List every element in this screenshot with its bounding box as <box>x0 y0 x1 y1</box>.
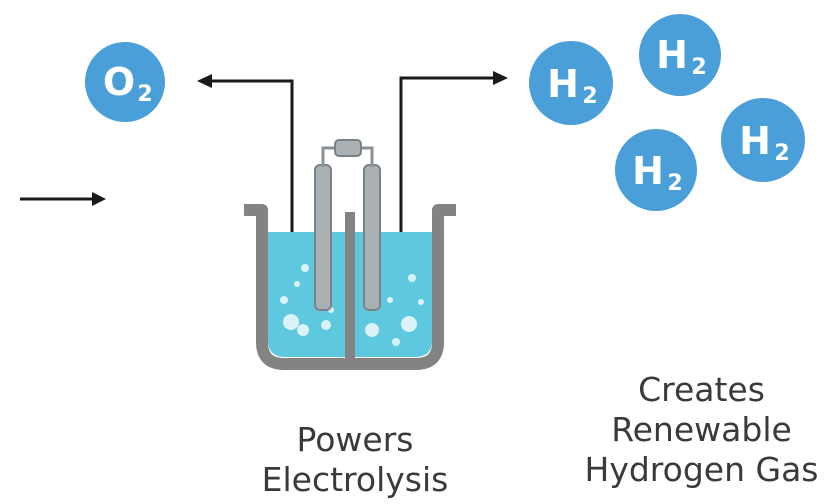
hydrogen-subscript: 2 <box>691 55 706 80</box>
hydrogen-molecule: H 2 <box>721 98 805 182</box>
power-source-icon <box>334 139 362 157</box>
hydrogen-symbol: H <box>547 62 579 106</box>
caption-line: Electrolysis <box>261 460 449 499</box>
input-arrow <box>20 192 106 206</box>
oxygen-symbol: O <box>103 60 135 104</box>
hydrogen-molecule: H 2 <box>615 129 697 211</box>
electrode-right <box>363 164 381 311</box>
oxygen-molecule: O 2 <box>85 42 165 122</box>
oxygen-subscript: 2 <box>137 82 152 107</box>
hydrogen-arrow <box>399 71 508 232</box>
wire <box>321 146 374 167</box>
electrode-left <box>314 164 332 311</box>
hydrogen-symbol: H <box>739 119 771 163</box>
hydrogen-subscript: 2 <box>582 84 597 109</box>
hydrogen-subscript: 2 <box>667 171 682 196</box>
electrolysis-cell <box>244 139 456 370</box>
bubbles <box>280 264 424 346</box>
vessel <box>244 204 456 370</box>
caption-line: Powers <box>296 420 414 459</box>
caption-line: Renewable <box>611 410 792 449</box>
hydrogen-symbol: H <box>632 149 664 193</box>
caption-line: Creates <box>638 370 765 409</box>
hydrogen-molecule: H 2 <box>529 41 613 125</box>
hydrogen-subscript: 2 <box>774 141 789 166</box>
caption-line: Hydrogen Gas <box>584 450 819 489</box>
hydrogen-caption: Creates Renewable Hydrogen Gas <box>570 370 833 490</box>
hydrogen-symbol: H <box>656 33 688 77</box>
oxygen-arrow <box>197 74 294 232</box>
electrolysis-caption: Powers Electrolysis <box>230 420 480 500</box>
hydrogen-molecule: H 2 <box>639 14 721 96</box>
